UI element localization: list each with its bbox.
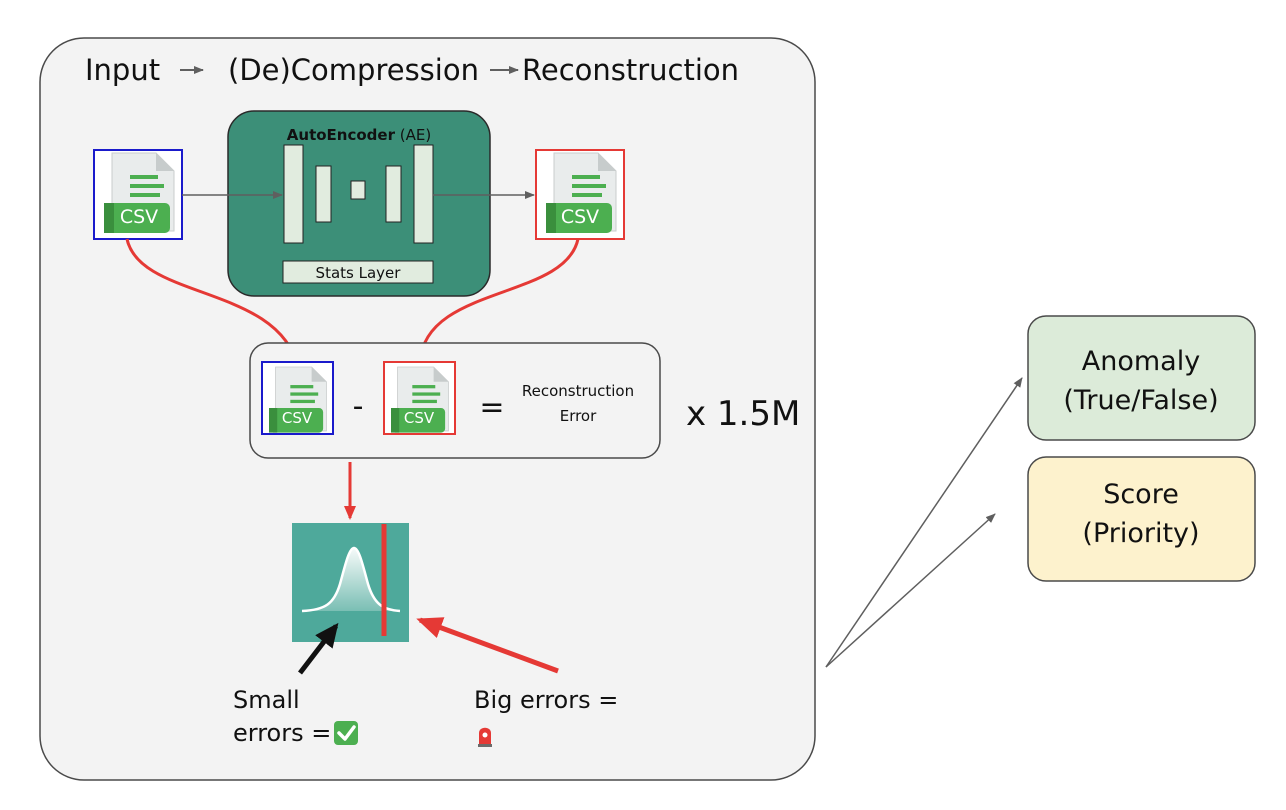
connector-output-to-error — [418, 238, 580, 363]
header-reconstruction-label: Reconstruction — [522, 53, 739, 87]
arrow-to-score — [825, 513, 996, 668]
ae-layer-output — [413, 144, 434, 244]
small-errors-line2: errors = — [233, 719, 331, 747]
input-csv-label: CSV — [120, 206, 158, 228]
anomaly-output-box: Anomaly (True/False) — [1027, 315, 1256, 441]
small-errors-line1: Small — [233, 686, 300, 714]
ae-layer-decoder — [385, 165, 402, 223]
anomaly-line2: (True/False) — [1063, 385, 1218, 416]
autoencoder-block: AutoEncoder (AE) Stats Layer — [227, 110, 491, 297]
stats-layer-label: Stats Layer — [316, 264, 402, 282]
bell-curve-fill — [302, 548, 400, 611]
reconstruction-error-line2: Error — [560, 407, 597, 425]
ae-layer-encoder — [315, 165, 332, 223]
anomaly-line1: Anomaly — [1082, 346, 1200, 377]
check-mark-icon — [334, 721, 358, 745]
stats-layer-box — [282, 260, 434, 284]
error-reconstructed-csv-label: CSV — [404, 409, 435, 427]
equals-sign: = — [479, 390, 504, 425]
reconstruction-error-line1: Reconstruction — [522, 382, 634, 400]
error-reconstructed-csv: CSV — [383, 361, 456, 435]
arrow-big-errors — [416, 617, 559, 674]
ae-layer-bottleneck — [350, 180, 366, 200]
arrow-small-errors — [298, 622, 339, 675]
reconstructed-csv-file: CSV — [535, 149, 625, 240]
header-decompression-label: (De)Compression — [228, 53, 479, 87]
multiplier-label: x 1.5M — [686, 394, 800, 434]
bell-curve-line — [301, 546, 401, 613]
input-csv-file: CSV — [93, 149, 183, 240]
reconstruction-error-box: CSV - CSV = Reconstruction Error — [249, 342, 661, 459]
minus-sign: - — [353, 389, 364, 424]
error-input-csv: CSV — [261, 361, 334, 435]
score-line1: Score — [1103, 479, 1179, 510]
error-input-csv-label: CSV — [282, 409, 313, 427]
score-output-box: Score (Priority) — [1027, 456, 1256, 582]
error-distribution-chart — [292, 523, 409, 642]
autoencoder-title: AutoEncoder (AE) — [287, 126, 431, 144]
reconstructed-csv-label: CSV — [561, 206, 599, 228]
connector-input-to-error — [125, 238, 300, 369]
header-input-label: Input — [85, 53, 160, 87]
siren-icon — [478, 727, 492, 747]
ae-layer-input — [283, 144, 304, 244]
score-line2: (Priority) — [1082, 518, 1199, 549]
big-errors-line1: Big errors = — [474, 686, 618, 714]
arrow-to-anomaly — [825, 377, 1023, 668]
